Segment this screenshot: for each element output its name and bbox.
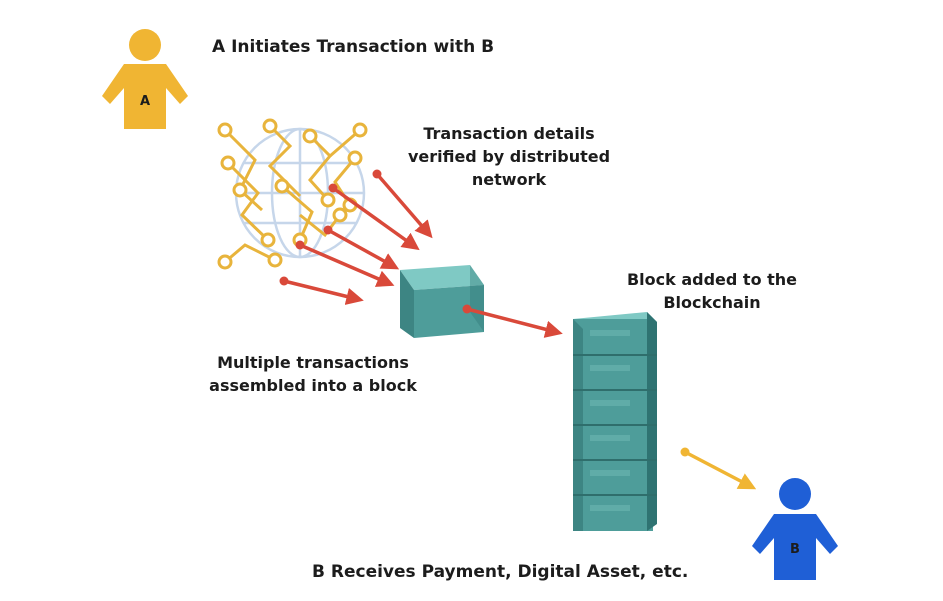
label-verified: Transaction details verified by distribu… — [394, 122, 624, 191]
label-assembled-line-1: Multiple transactions — [217, 353, 409, 372]
label-added-line-2: Blockchain — [663, 293, 761, 312]
block-to-chain-arrow — [462, 304, 563, 338]
label-added-line-1: Block added to the — [626, 270, 798, 289]
label-assembled-line-2: assembled into a block — [209, 376, 417, 395]
transaction-block-icon — [400, 265, 484, 338]
person-b-icon: B — [752, 478, 838, 580]
label-assembled: Multiple transactions assembled into a b… — [188, 351, 438, 397]
person-a-icon: A — [102, 29, 188, 129]
person-b-letter: B — [790, 542, 800, 557]
transaction-arrows — [279, 169, 433, 305]
label-verified-line-1: Transaction details — [423, 124, 595, 143]
chain-to-b-arrow — [680, 447, 757, 490]
label-verified-line-3: network — [471, 170, 547, 189]
blockchain-stack-icon — [573, 312, 657, 531]
label-receives: B Receives Payment, Digital Asset, etc. — [312, 562, 689, 582]
label-verified-line-2: verified by distributed — [407, 147, 611, 166]
label-added: Block added to the Blockchain — [612, 268, 812, 314]
label-initiates: A Initiates Transaction with B — [212, 37, 495, 57]
person-a-letter: A — [140, 94, 150, 109]
